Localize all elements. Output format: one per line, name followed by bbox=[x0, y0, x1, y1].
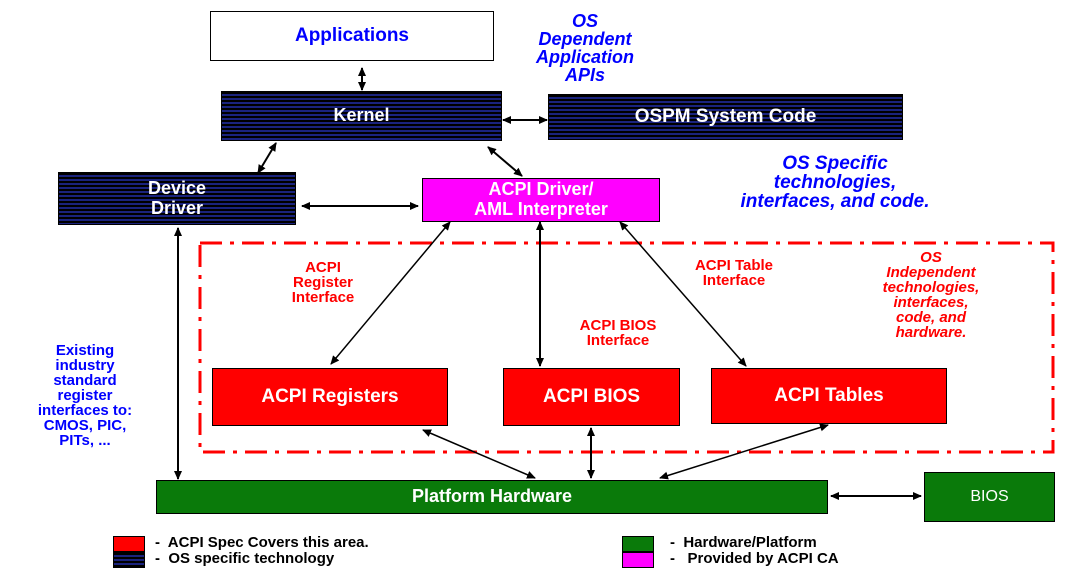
acpi-bios-interface-label: ACPI BIOS Interface bbox=[579, 317, 657, 349]
legend-label-acpi-ca: - Provided by ACPI CA bbox=[670, 550, 839, 567]
acpi-registers-box: ACPI Registers bbox=[212, 368, 448, 426]
acpi-register-interface-label: ACPI Register Interface bbox=[291, 259, 355, 306]
legend-label-acpi-spec: - ACPI Spec Covers this area. bbox=[155, 534, 369, 551]
legend-swatch-acpi-ca bbox=[622, 552, 654, 568]
arrow-acpi-driver-tables bbox=[619, 221, 747, 367]
legend-swatch-os-specific bbox=[113, 552, 145, 568]
legend-swatch-hardware bbox=[622, 536, 654, 552]
acpi-bios-box: ACPI BIOS bbox=[503, 368, 680, 426]
arrow-kernel-acpi-driver bbox=[487, 146, 523, 177]
applications-box: Applications bbox=[210, 11, 494, 61]
legend-label-hardware: - Hardware/Platform bbox=[670, 534, 817, 551]
arrow-registers-platform bbox=[422, 429, 536, 479]
kernel-box: Kernel bbox=[221, 91, 502, 141]
existing-industry-interfaces-label: Existing industry standard register inte… bbox=[37, 342, 133, 449]
arrow-kernel-device-driver bbox=[257, 142, 277, 174]
os-independent-label: OS Independent technologies, interfaces,… bbox=[882, 249, 980, 341]
device-driver-box: Device Driver bbox=[58, 172, 296, 225]
arrow-tables-platform bbox=[659, 423, 829, 480]
legend-label-os-specific: - OS specific technology bbox=[155, 550, 335, 567]
acpi-table-interface-label: ACPI Table Interface bbox=[694, 257, 774, 289]
os-dependent-apis-label: OS Dependent Application APIs bbox=[536, 11, 634, 85]
os-specific-label: OS Specific technologies, interfaces, an… bbox=[740, 153, 930, 212]
legend-swatch-acpi-spec bbox=[113, 536, 145, 552]
bios-box: BIOS bbox=[924, 472, 1055, 522]
ospm-system-code-box: OSPM System Code bbox=[548, 94, 903, 140]
acpi-driver-aml-interpreter-box: ACPI Driver/ AML Interpreter bbox=[422, 178, 660, 222]
platform-hardware-box: Platform Hardware bbox=[156, 480, 828, 514]
arrow-acpi-driver-registers bbox=[330, 221, 451, 365]
acpi-tables-box: ACPI Tables bbox=[711, 368, 947, 424]
